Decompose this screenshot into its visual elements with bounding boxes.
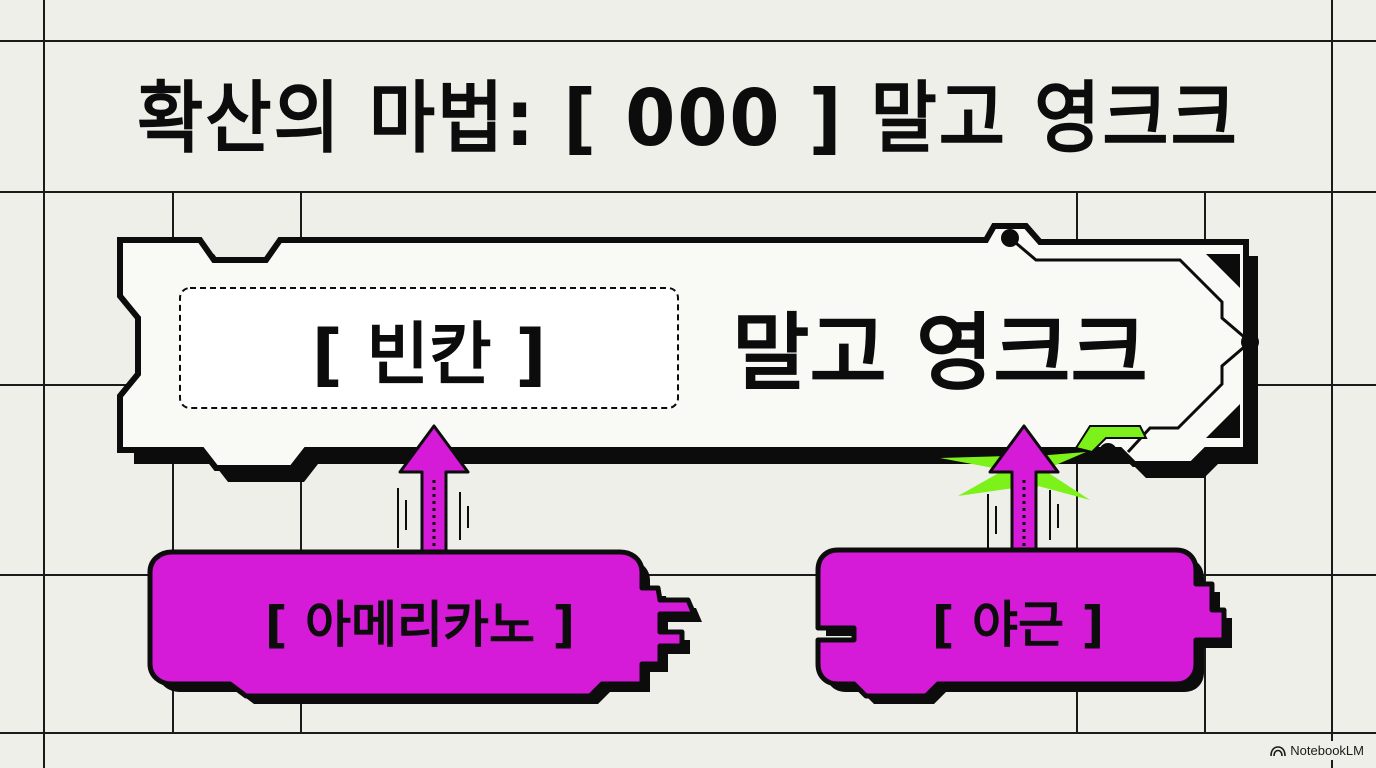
notebooklm-logo-icon <box>1270 745 1287 756</box>
blank-box <box>179 287 679 409</box>
watermark-text: NotebookLM <box>1290 743 1364 758</box>
option-tag-americano-body <box>147 549 697 699</box>
blank-label: [ 빈칸 ] <box>311 315 547 395</box>
circuit-node-right <box>1241 333 1259 351</box>
option-label-yageun: [ 야근 ] <box>931 596 1105 654</box>
main-phrase-suffix: 말고 영크크 <box>732 303 1148 402</box>
arrow-to-blank-speed-lines <box>397 488 469 548</box>
option-tag-yageun-body <box>815 547 1227 699</box>
arrow-to-suffix-speed-lines <box>987 490 1059 548</box>
corner-wedge-bottom <box>1206 404 1240 438</box>
option-tag-yageun <box>815 547 1232 704</box>
main-card <box>117 223 1259 482</box>
corner-wedge-top <box>1206 254 1240 288</box>
circuit-node-top <box>1001 229 1019 247</box>
option-tag-americano <box>147 549 702 704</box>
circuit-node-bottom <box>1099 443 1117 461</box>
notebooklm-watermark: NotebookLM <box>1266 741 1368 760</box>
page-title: 확산의 마법: [ 000 ] 말고 영크크 <box>137 72 1239 164</box>
option-label-americano: [ 아메리카노 ] <box>264 596 576 654</box>
green-notch-accent <box>1074 425 1148 454</box>
